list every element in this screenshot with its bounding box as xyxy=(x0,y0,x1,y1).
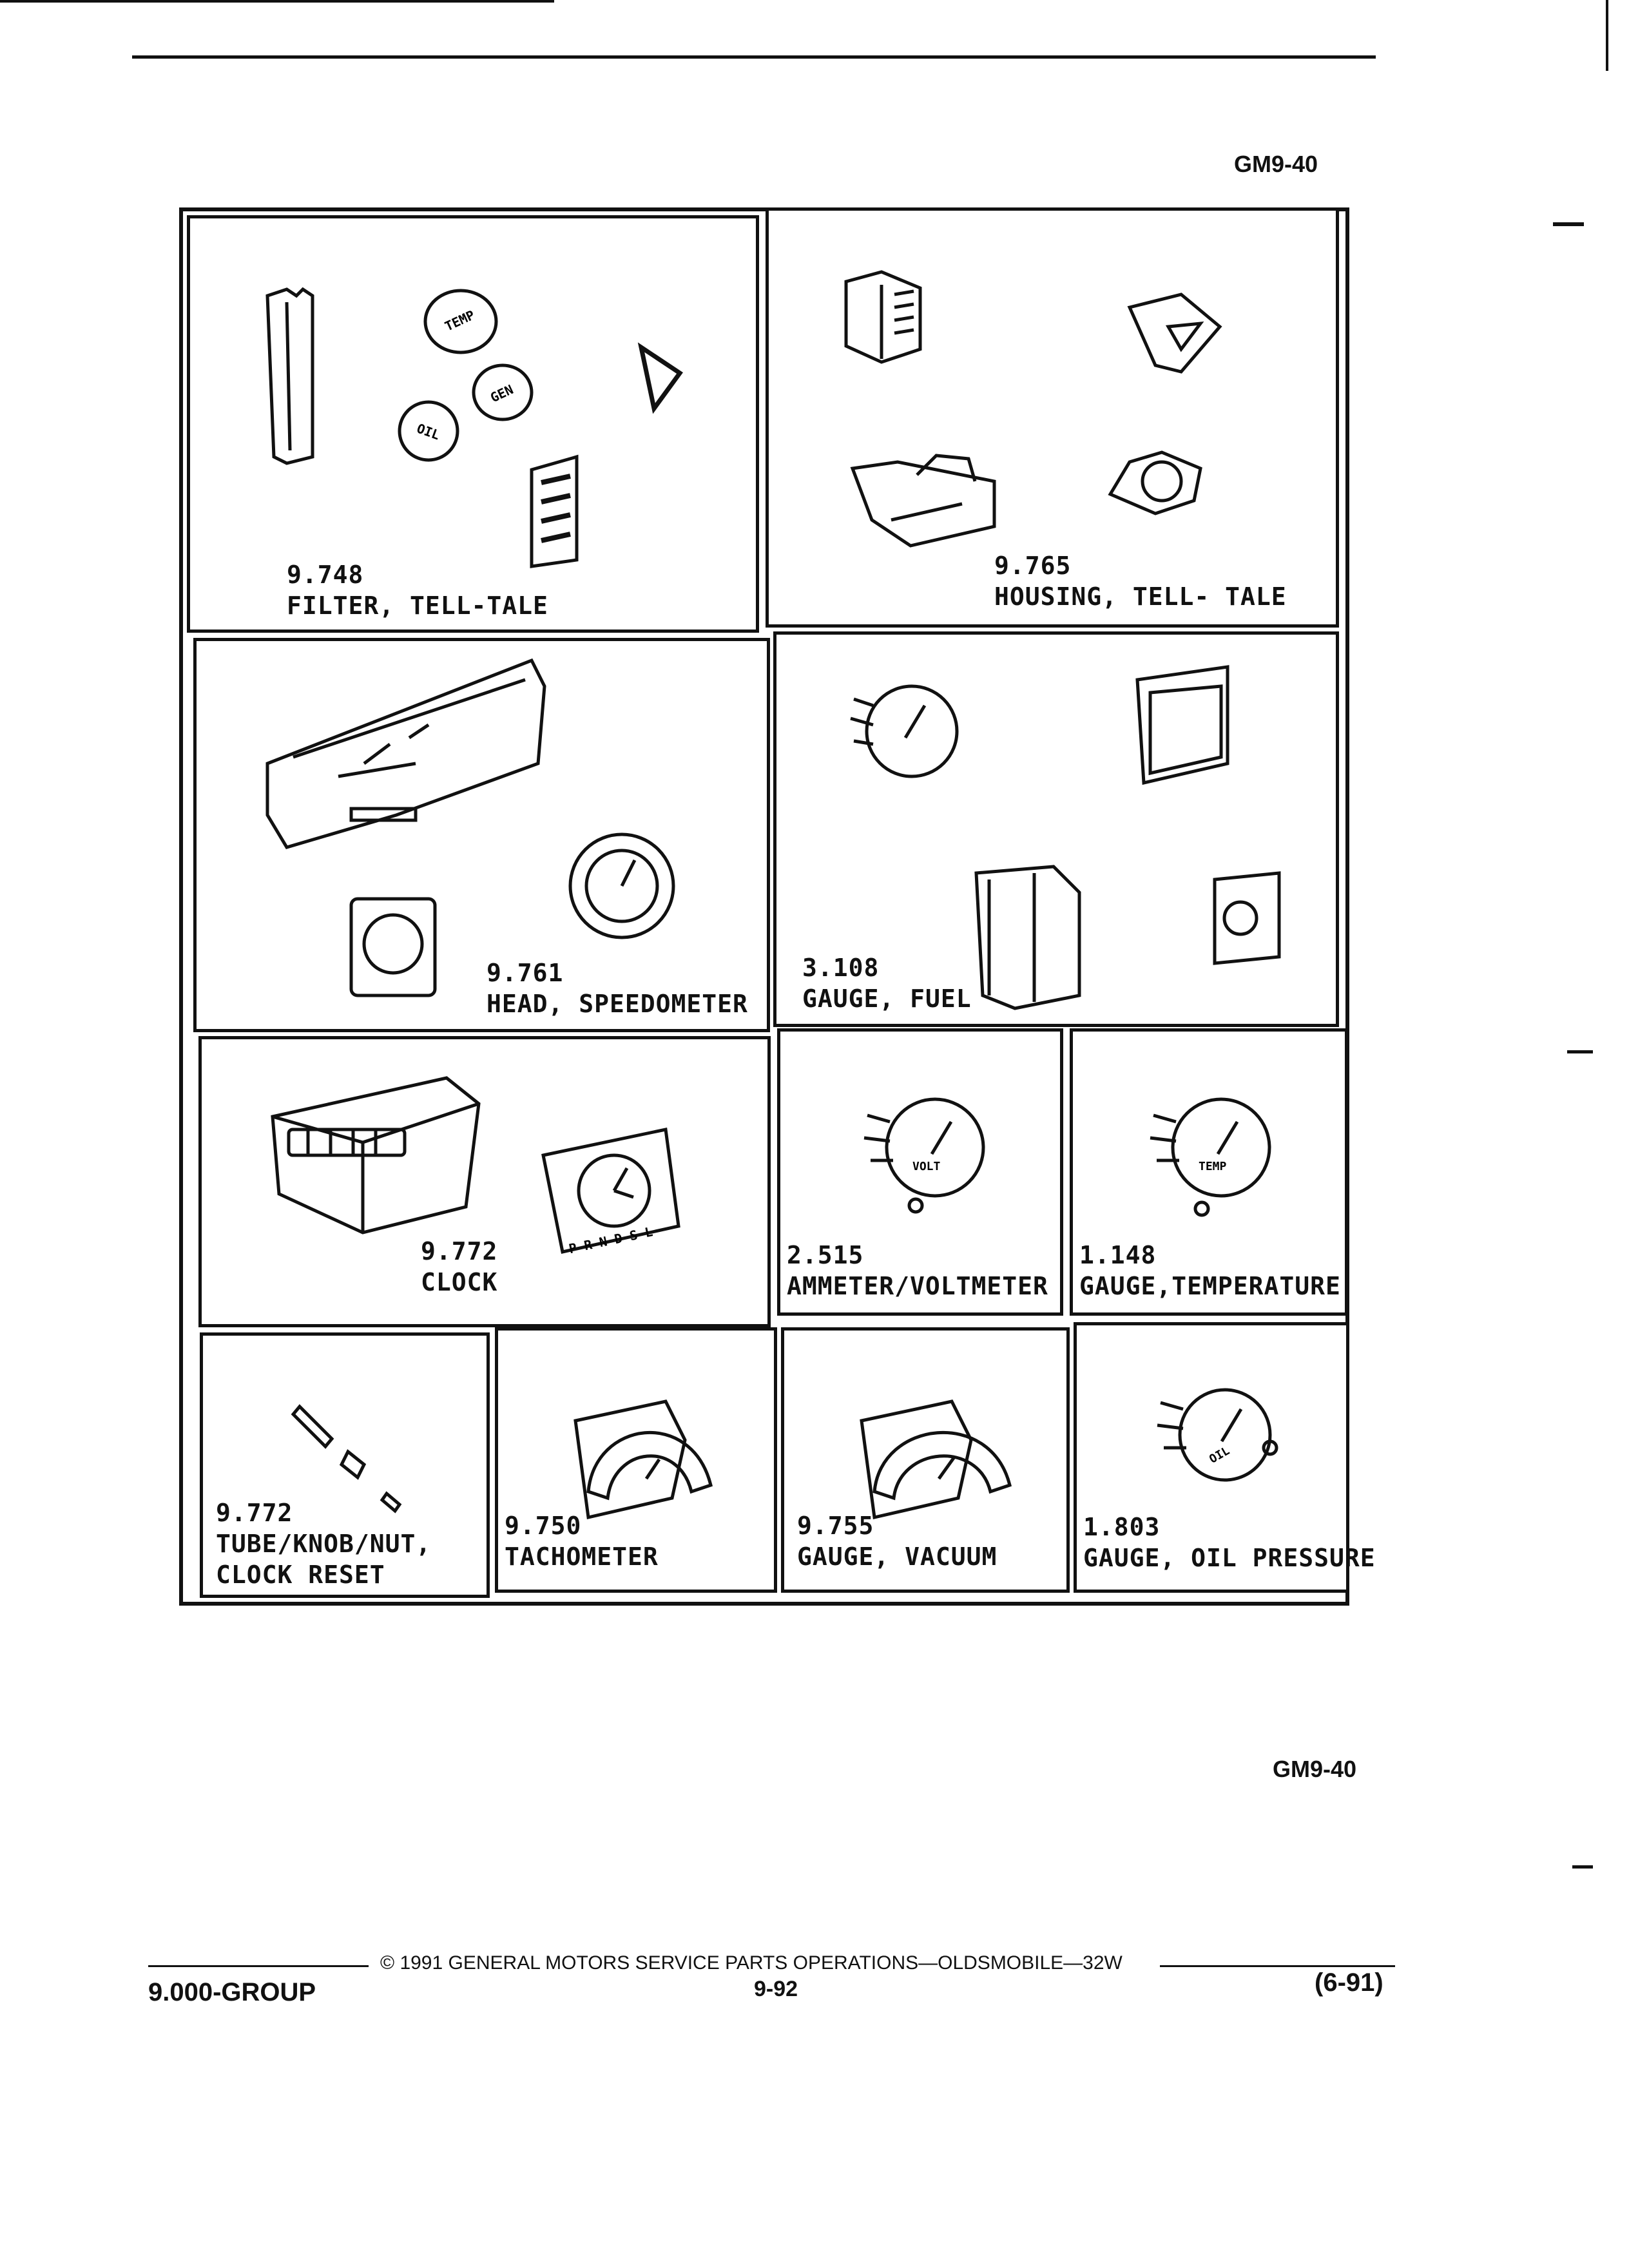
cell-tachometer: 9.750 TACHOMETER xyxy=(495,1327,777,1593)
label-name-tachometer: TACHOMETER xyxy=(505,1542,659,1571)
top-edge-rule xyxy=(0,0,554,3)
cell-tube-knob-nut: 9.772 TUBE/KNOB/NUT, CLOCK RESET xyxy=(200,1332,490,1598)
copyright-line: © 1991 GENERAL MOTORS SERVICE PARTS OPER… xyxy=(380,1952,1123,1974)
header-rule xyxy=(132,55,1376,59)
label-name-filter-telltale: FILTER, TELL-TALE xyxy=(287,591,548,620)
cell-gauge-vacuum: 9.755 GAUGE, VACUUM xyxy=(781,1327,1070,1593)
footer-rule-right xyxy=(1160,1965,1395,1967)
label-number-2515: 2.515 xyxy=(787,1241,864,1269)
label-number-1803: 1.803 xyxy=(1083,1513,1161,1541)
gauge-temp-text: TEMP xyxy=(1199,1160,1227,1173)
label-number-3108: 3.108 xyxy=(802,954,880,982)
label-name-gauge-fuel: GAUGE, FUEL xyxy=(802,985,972,1013)
group-label: 9.000-GROUP xyxy=(148,1978,316,2006)
scan-mark-1 xyxy=(1553,222,1584,226)
cell-housing-telltale: 9.765 HOUSING, TELL- TALE xyxy=(766,207,1339,628)
cell-ammeter-voltmeter: VOLT 2.515 AMMETER/VOLTMETER xyxy=(777,1028,1063,1316)
telltale-oil-text: OIL xyxy=(415,421,442,443)
figure-ref-bottom: GM9-40 xyxy=(1273,1756,1357,1782)
housing-telltale-illustration xyxy=(844,270,1222,548)
telltale-gen-text: GEN xyxy=(488,381,516,405)
clock-illustration: P R N D S L xyxy=(271,1076,680,1256)
scan-mark-2 xyxy=(1567,1050,1593,1053)
label-name-clock-reset: CLOCK RESET xyxy=(216,1561,385,1589)
label-number-9750: 9.750 xyxy=(505,1512,582,1540)
label-number-9772-clock: 9.772 xyxy=(421,1237,498,1265)
label-number-9772-reset: 9.772 xyxy=(216,1499,293,1527)
footer-rule-left xyxy=(148,1965,369,1967)
label-name-head-speedometer: HEAD, SPEEDOMETER xyxy=(487,990,748,1018)
cell-filter-telltale: TEMP GEN OIL 9.748 FILTER, TELL-TALE xyxy=(187,215,759,633)
clock-reset-illustration xyxy=(291,1404,402,1514)
label-number-1148: 1.148 xyxy=(1079,1241,1157,1269)
cell-clock: P R N D S L 9.772 CLOCK xyxy=(198,1036,771,1327)
label-number-9755: 9.755 xyxy=(797,1512,874,1540)
gauge-oil-text: OIL xyxy=(1207,1444,1232,1466)
filter-telltale-illustration: TEMP GEN OIL xyxy=(265,287,683,568)
page-number: 9-92 xyxy=(754,1977,798,2001)
vacuum-gauge-illustration xyxy=(860,1399,1012,1520)
label-number-9765: 9.765 xyxy=(994,552,1072,580)
label-name-clock: CLOCK xyxy=(421,1268,498,1296)
cell-gauge-temperature: TEMP 1.148 GAUGE,TEMPERATURE xyxy=(1070,1028,1348,1316)
date-code: (6-91) xyxy=(1315,1968,1383,1997)
label-name-tube-knob-nut: TUBE/KNOB/NUT, xyxy=(216,1530,432,1558)
label-number-9761: 9.761 xyxy=(487,959,564,987)
label-name-gauge-vacuum: GAUGE, VACUUM xyxy=(797,1542,998,1571)
clock-prndsl-text: P R N D S L xyxy=(568,1224,655,1256)
cell-gauge-fuel: 3.108 GAUGE, FUEL xyxy=(773,631,1339,1027)
scan-mark-3 xyxy=(1572,1865,1593,1869)
tachometer-illustration xyxy=(574,1399,713,1520)
parts-grid-frame xyxy=(179,207,1349,1606)
temperature-gauge-illustration: TEMP xyxy=(1150,1097,1271,1217)
oil-pressure-gauge-illustration: OIL xyxy=(1157,1388,1278,1482)
speedometer-illustration xyxy=(265,658,675,997)
telltale-temp-text: TEMP xyxy=(442,307,477,334)
cell-head-speedometer: 9.761 HEAD, SPEEDOMETER xyxy=(193,638,770,1032)
label-number-9748: 9.748 xyxy=(287,561,364,589)
gauge-volt-text: VOLT xyxy=(912,1160,941,1173)
label-name-gauge-oil-pressure: GAUGE, OIL PRESSURE xyxy=(1083,1544,1376,1572)
figure-ref-top: GM9-40 xyxy=(1234,151,1318,177)
fuel-gauge-illustration xyxy=(850,665,1281,1010)
cell-gauge-oil-pressure: OIL 1.803 GAUGE, OIL PRESSURE xyxy=(1074,1322,1375,1593)
label-name-gauge-temperature: GAUGE,TEMPERATURE xyxy=(1079,1272,1341,1300)
label-name-housing-telltale: HOUSING, TELL- TALE xyxy=(994,582,1287,611)
voltmeter-illustration: VOLT xyxy=(863,1097,985,1214)
label-name-ammeter-voltmeter: AMMETER/VOLTMETER xyxy=(787,1272,1048,1300)
right-edge-mark xyxy=(1606,0,1608,71)
